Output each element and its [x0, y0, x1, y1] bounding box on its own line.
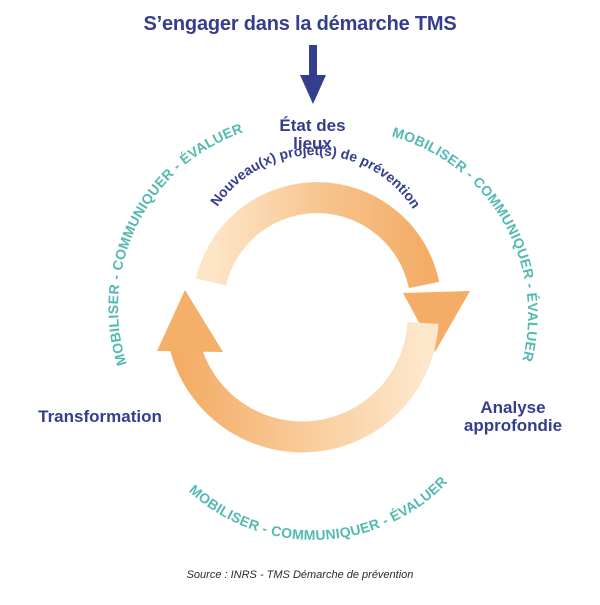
page-title: S’engager dans la démarche TMS — [143, 13, 457, 35]
step-etat-des-lieux-line-2: lieux — [293, 133, 332, 153]
cycle-arrowhead-left — [157, 290, 223, 352]
ring-text-bottom: MOBILISER - COMMUNIQUER - ÉVALUER — [186, 473, 450, 543]
step-transformation: Transformation — [38, 407, 162, 426]
step-analyse-line-1: Analyse — [480, 398, 546, 417]
cycle-arrow-top — [195, 182, 440, 289]
source-caption: Source : INRS - TMS Démarche de préventi… — [186, 569, 414, 581]
down-arrow-head — [300, 75, 326, 104]
step-etat-des-lieux-line-1: État des — [279, 116, 346, 135]
down-arrow-icon — [300, 45, 326, 104]
step-analyse-approfondie: Analyse approfondie — [438, 399, 588, 435]
step-etat-des-lieux: État des lieux — [255, 117, 370, 153]
cycle-arrow-bottom — [169, 321, 439, 453]
down-arrow-shaft — [309, 45, 317, 82]
cycle-arrowhead-right — [403, 291, 470, 352]
step-analyse-line-2: approfondie — [463, 415, 563, 435]
ring-text-bottom-path: MOBILISER - COMMUNIQUER - ÉVALUER — [186, 473, 450, 543]
cycle-arrows — [157, 182, 470, 453]
